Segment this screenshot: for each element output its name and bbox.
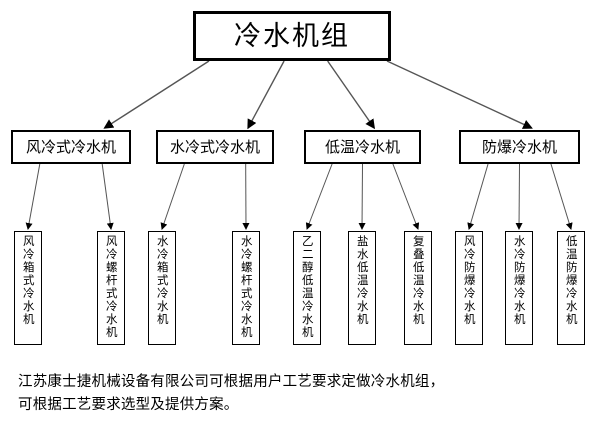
caption-line-1: 江苏康士捷机械设备有限公司可根据用户工艺要求定做冷水机组， bbox=[18, 374, 445, 390]
node-category-1: 水冷式冷水机 bbox=[156, 130, 274, 164]
caption-line-2: 可根据工艺要求选型及提供方案。 bbox=[18, 397, 239, 414]
node-leaf-label: 风冷箱式冷水机 bbox=[21, 235, 36, 326]
node-leaf-0: 风冷箱式冷水机 bbox=[14, 231, 42, 345]
edge-root-to-category-1 bbox=[247, 60, 285, 130]
node-leaf-label: 盐水低温冷水机 bbox=[355, 235, 370, 326]
edge-category-0-to-leaf-0 bbox=[25, 163, 41, 230]
node-leaf-8: 水冷防爆冷水机 bbox=[505, 231, 533, 345]
node-category-label: 水冷式冷水机 bbox=[169, 137, 260, 156]
node-leaf-label: 水冷螺杆式冷水机 bbox=[239, 235, 254, 339]
node-root-chiller-unit: 冷水机组 bbox=[193, 11, 391, 61]
edges-root bbox=[103, 60, 533, 130]
edge-category-0-to-leaf-1 bbox=[101, 163, 114, 230]
node-leaf-2: 水冷箱式冷水机 bbox=[148, 231, 176, 345]
node-leaf-9: 低温防爆冷水机 bbox=[557, 231, 585, 345]
caption-block: 江苏康士捷机械设备有限公司可根据用户工艺要求定做冷水机组， 可根据工艺要求选型及… bbox=[18, 371, 584, 418]
edge-category-3-to-leaf-7 bbox=[467, 163, 489, 230]
node-category-0: 风冷式冷水机 bbox=[11, 130, 131, 164]
edge-category-2-to-leaf-5 bbox=[358, 163, 366, 230]
edge-root-to-category-3 bbox=[386, 60, 533, 129]
edge-category-3-to-leaf-8 bbox=[515, 163, 523, 230]
node-category-label: 低温冷水机 bbox=[324, 137, 400, 156]
node-category-2: 低温冷水机 bbox=[304, 130, 421, 164]
node-leaf-1: 风冷螺杆式冷水机 bbox=[97, 231, 125, 345]
node-leaf-3: 水冷螺杆式冷水机 bbox=[232, 231, 260, 345]
node-leaf-label: 水冷箱式冷水机 bbox=[155, 235, 170, 326]
node-category-label: 风冷式冷水机 bbox=[25, 137, 116, 156]
node-root-label: 冷水机组 bbox=[234, 20, 350, 52]
edge-category-1-to-leaf-2 bbox=[160, 163, 185, 230]
node-leaf-label: 复叠低温冷水机 bbox=[411, 235, 426, 326]
edge-root-to-category-0 bbox=[103, 60, 210, 129]
edges-leaves bbox=[25, 163, 573, 230]
node-leaf-label: 低温防爆冷水机 bbox=[564, 235, 579, 326]
node-leaf-label: 水冷防爆冷水机 bbox=[512, 235, 527, 326]
node-leaf-label: 风冷螺杆式冷水机 bbox=[104, 235, 119, 339]
node-leaf-label: 乙二醇低温冷水机 bbox=[300, 235, 315, 339]
node-leaf-label: 风冷防爆冷水机 bbox=[462, 235, 477, 326]
edge-category-2-to-leaf-6 bbox=[392, 163, 420, 230]
edge-category-3-to-leaf-9 bbox=[550, 163, 573, 230]
node-category-label: 防爆冷水机 bbox=[481, 137, 557, 156]
node-leaf-6: 复叠低温冷水机 bbox=[404, 231, 432, 345]
edge-root-to-category-2 bbox=[327, 60, 375, 130]
node-leaf-5: 盐水低温冷水机 bbox=[348, 231, 376, 345]
node-leaf-4: 乙二醇低温冷水机 bbox=[293, 231, 321, 345]
node-leaf-7: 风冷防爆冷水机 bbox=[455, 231, 483, 345]
edge-category-2-to-leaf-4 bbox=[305, 163, 333, 230]
node-category-3: 防爆冷水机 bbox=[459, 130, 580, 164]
